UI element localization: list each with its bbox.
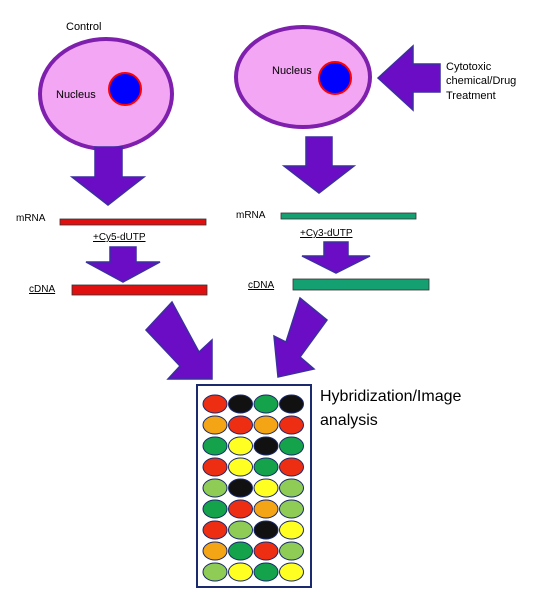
microarray-spot-green bbox=[253, 457, 279, 477]
microarray-spot-yellow bbox=[279, 562, 304, 582]
microarray-spot-red bbox=[228, 415, 253, 435]
microarray-spot-red bbox=[279, 457, 304, 477]
microarray-spot-lightgreen bbox=[202, 478, 228, 498]
control-mrna-strand bbox=[59, 218, 207, 226]
treated-small-arrow bbox=[301, 241, 371, 274]
treated-mrna-label: mRNA bbox=[236, 210, 266, 221]
treated-nucleus-label: Nucleus bbox=[272, 65, 312, 77]
microarray-spot-lightgreen bbox=[228, 520, 253, 540]
treatment-label-line1: Cytotoxic bbox=[446, 61, 492, 73]
control-cdna-label: cDNA bbox=[29, 284, 55, 295]
control-label: Control bbox=[66, 21, 101, 33]
microarray-spot-black bbox=[228, 394, 253, 414]
microarray-spot-orange bbox=[253, 499, 279, 519]
treated-mrna-strand bbox=[280, 212, 417, 220]
microarray-spot-green bbox=[253, 562, 279, 582]
treated-dye-label: +Cy3-dUTP bbox=[300, 228, 353, 239]
microarray-spot-yellow bbox=[228, 562, 253, 582]
microarray-spot-orange bbox=[202, 541, 228, 561]
microarray-spot-black bbox=[253, 436, 279, 456]
treatment-label-line3: Treatment bbox=[446, 90, 496, 102]
control-down-arrow bbox=[69, 146, 147, 206]
microarray-spot-red bbox=[202, 520, 228, 540]
treated-cdna-label: cDNA bbox=[248, 280, 274, 291]
control-cdna-strand bbox=[71, 284, 208, 296]
control-small-arrow bbox=[85, 246, 161, 283]
control-dye-label: +Cy5-dUTP bbox=[93, 232, 146, 243]
treated-cell bbox=[234, 25, 372, 129]
microarray-spot-lightgreen bbox=[279, 541, 304, 561]
microarray-spot-green bbox=[279, 436, 304, 456]
treatment-arrow bbox=[376, 44, 441, 112]
microarray-spot-red bbox=[228, 499, 253, 519]
microarray-spot-lightgreen bbox=[279, 478, 304, 498]
microarray-spots bbox=[202, 394, 304, 582]
microarray-spot-orange bbox=[253, 415, 279, 435]
treatment-label-line2: chemical/Drug bbox=[446, 75, 516, 87]
microarray-spot-green bbox=[253, 394, 279, 414]
control-to-array-arrow bbox=[144, 300, 213, 380]
microarray-spot-yellow bbox=[228, 436, 253, 456]
microarray-spot-lightgreen bbox=[279, 499, 304, 519]
microarray-spot-red bbox=[279, 415, 304, 435]
microarray-spot-lightgreen bbox=[202, 562, 228, 582]
microarray-spot-green bbox=[202, 499, 228, 519]
treated-down-arrow bbox=[281, 136, 357, 194]
control-nucleus-label: Nucleus bbox=[56, 89, 96, 101]
control-nucleus bbox=[108, 72, 142, 106]
microarray-spot-red bbox=[202, 457, 228, 477]
treated-nucleus bbox=[318, 61, 352, 95]
microarray-spot-orange bbox=[202, 415, 228, 435]
microarray-spot-red bbox=[253, 541, 279, 561]
microarray-spot-red bbox=[202, 394, 228, 414]
treated-to-array-arrow bbox=[273, 296, 329, 378]
microarray-spot-black bbox=[253, 520, 279, 540]
microarray-spot-yellow bbox=[279, 520, 304, 540]
microarray-spot-yellow bbox=[228, 457, 253, 477]
microarray-spot-black bbox=[228, 478, 253, 498]
treated-cdna-strand bbox=[292, 278, 430, 291]
microarray-spot-green bbox=[202, 436, 228, 456]
microarray-spot-black bbox=[279, 394, 304, 414]
result-label-line2: analysis bbox=[320, 412, 378, 429]
result-label-line1: Hybridization/Image bbox=[320, 388, 462, 405]
microarray-spot-yellow bbox=[253, 478, 279, 498]
microarray-spot-green bbox=[228, 541, 253, 561]
control-mrna-label: mRNA bbox=[16, 213, 46, 224]
